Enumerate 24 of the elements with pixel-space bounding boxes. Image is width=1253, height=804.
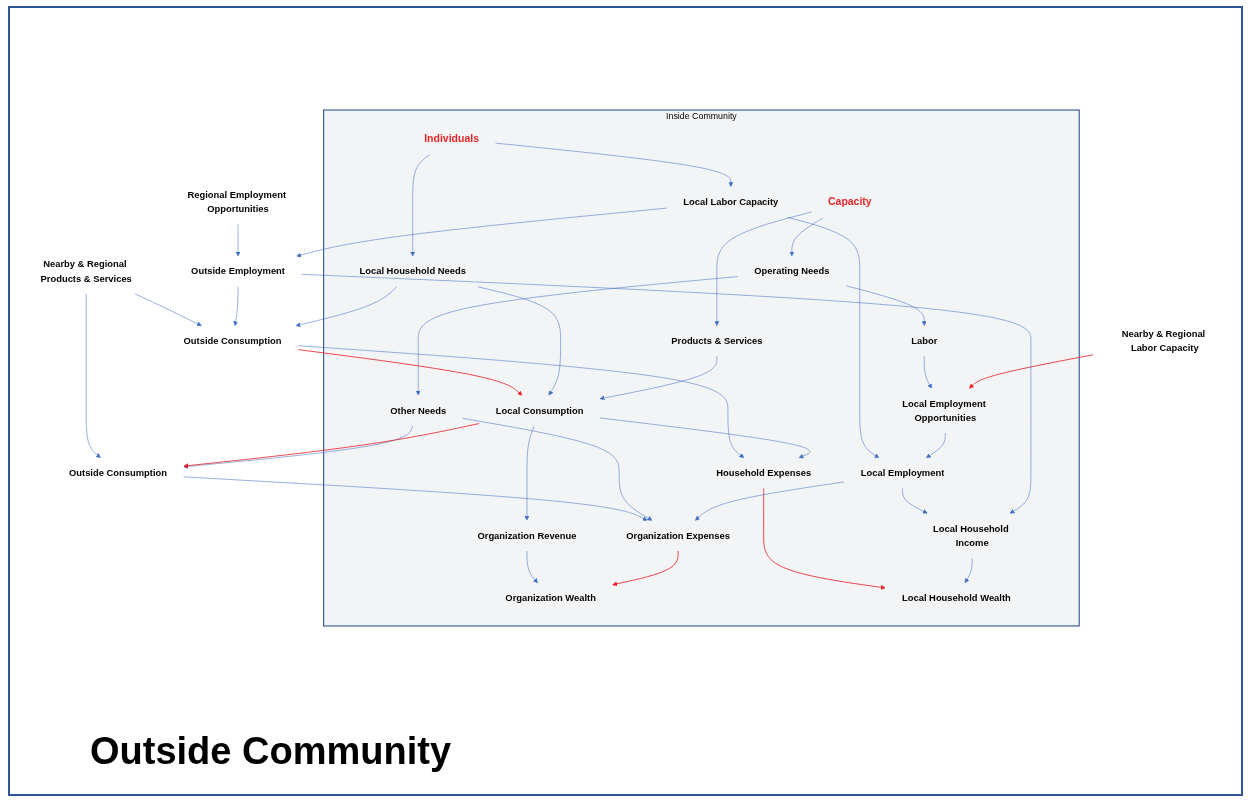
- region-label: Outside Community: [90, 730, 452, 773]
- node-text: Regional Employment Opportunities: [187, 189, 287, 215]
- node-text: Nearby & Regional Labor Capacity: [1121, 328, 1206, 354]
- node-text: Organization Wealth: [505, 592, 596, 604]
- node-text: Labor: [911, 335, 938, 347]
- node-text: Products & Services: [671, 335, 763, 347]
- node-text: Organization Revenue: [477, 530, 577, 541]
- node-text: Operating Needs: [754, 266, 830, 277]
- node-text: Capacity: [827, 195, 872, 208]
- node-text: Organization Expenses: [626, 530, 731, 541]
- node-text: Local Employment: [860, 467, 945, 479]
- node-text: Outside Employment: [191, 266, 285, 277]
- node-text: Nearby & Regional Products & Services: [40, 259, 132, 284]
- node-text: Local Household Wealth: [901, 592, 1011, 604]
- node-text: Individuals: [424, 132, 480, 144]
- node-text: Local Household Income: [933, 523, 1009, 548]
- node-text: Local Household Needs: [359, 266, 466, 277]
- node-text: Other Needs: [390, 405, 447, 416]
- node-text: Household Expenses: [716, 467, 812, 479]
- node-text: Local Consumption: [495, 405, 584, 416]
- node-text: Outside Consumption: [68, 467, 167, 479]
- node-text: Outside Consumption: [183, 335, 282, 347]
- node-text: Local Employment Opportunities: [902, 398, 986, 423]
- node-text: Local Labor Capacity: [683, 196, 779, 208]
